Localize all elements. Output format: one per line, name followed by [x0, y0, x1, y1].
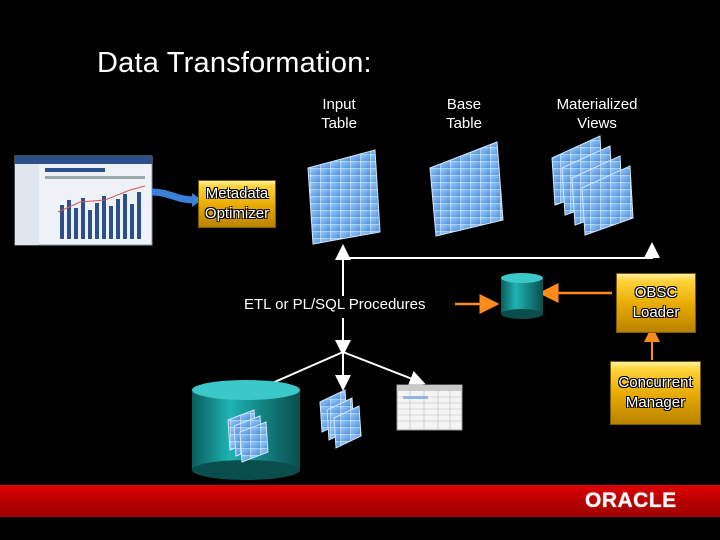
metadata-optimizer-line2: Optimizer [204, 205, 270, 222]
base-table-label: Base Table [434, 95, 494, 133]
materialized-views-label: Materialized Views [541, 95, 653, 133]
spreadsheet-icon [396, 384, 463, 431]
input-table-icon [307, 149, 381, 245]
obsc-loader-line1: OBSC [634, 284, 678, 301]
flow-arrows [239, 242, 660, 399]
page-title: Data Transformation: [97, 47, 372, 79]
staging-database-icon [501, 273, 543, 319]
oracle-logo: ORACLE [585, 489, 677, 512]
materialized-views-label-line1: Materialized [556, 96, 638, 113]
base-table-icon [429, 141, 504, 237]
thumbnail-to-metadata-arrow [151, 188, 196, 204]
footer-bar [0, 485, 720, 517]
input-table-label-line2: Table [321, 115, 357, 132]
obsc-loader-box: OBSC Loader [616, 273, 696, 333]
source-database-icon [192, 380, 300, 480]
materialized-views-icon [551, 135, 634, 236]
source-tables-icon [319, 389, 362, 449]
report-screenshot-thumbnail [14, 155, 153, 246]
base-table-label-line1: Base [446, 96, 482, 113]
etl-procedures-label: ETL or PL/SQL Procedures [244, 296, 426, 313]
obsc-loader-line2: Loader [632, 304, 680, 321]
orange-arrows [455, 283, 612, 314]
input-table-label: Input Table [310, 95, 368, 133]
metadata-optimizer-box: Metadata Optimizer [198, 180, 276, 228]
metadata-optimizer-line1: Metadata [205, 185, 269, 202]
concurrent-manager-line2: Manager [625, 394, 686, 411]
concurrent-manager-box: Concurrent Manager [610, 361, 701, 425]
input-table-label-line1: Input [322, 96, 356, 113]
concurrent-manager-line1: Concurrent [618, 374, 693, 391]
base-table-label-line2: Table [446, 115, 482, 132]
materialized-views-label-line2: Views [577, 115, 617, 132]
